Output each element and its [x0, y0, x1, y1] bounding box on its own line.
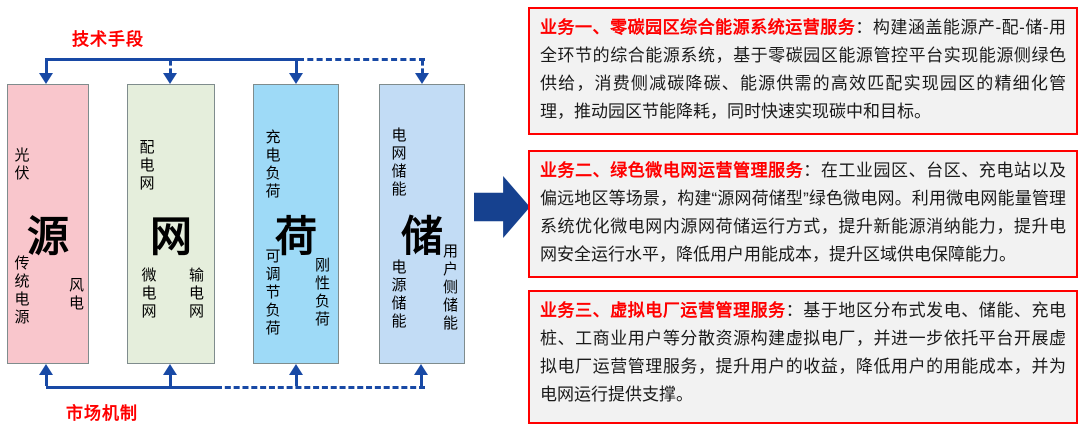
pillar-load-center: 荷 — [274, 213, 317, 260]
business-2-paragraph: 业务二、绿色微电网运营管理服务：在工业园区、台区、充电站以及偏远地区等场景，构建… — [540, 157, 1066, 269]
pillar-source-center: 源 — [26, 213, 69, 260]
pillar-source-sub-bottom-right: 风电 — [67, 277, 84, 313]
business-panel-1: 业务一、零碳园区综合能源系统运营服务：构建涵盖能源产-配-储-用全环节的综合能源… — [528, 7, 1078, 135]
up-arrow-icon — [163, 364, 177, 375]
bottom-arrow-stem-3 — [295, 374, 298, 386]
down-arrow-icon — [289, 73, 303, 84]
down-arrow-icon — [415, 73, 429, 84]
pillar-grid-sub-top-left: 配电网 — [137, 139, 155, 193]
bottom-connector-dashed-line — [216, 386, 425, 389]
down-arrow-icon — [163, 73, 177, 84]
business-2-body: ：在工业园区、台区、充电站以及偏远地区等场景，构建“源网荷储型”绿色微电网。利用… — [540, 161, 1067, 264]
pillar-grid-sub-bottom-left: 微电网 — [139, 267, 157, 321]
business-panel-3: 业务三、虚拟电厂运营管理服务：基于地区分布式发电、储能、充电桩、工商业用户等分散… — [528, 290, 1078, 424]
bottom-connector-solid-line — [46, 386, 216, 389]
pillar-storage: 电网储能 储 电源储能 用户侧储能 — [379, 84, 465, 364]
pillar-source: 光伏 源 传统电源 风电 — [7, 84, 89, 364]
pillar-storage-center: 储 — [400, 213, 443, 260]
pillar-load-sub-bottom-right: 刚性负荷 — [313, 257, 330, 329]
bottom-flow-label: 市场机制 — [66, 404, 138, 423]
bottom-arrow-stem-1 — [45, 374, 48, 386]
business-3-paragraph: 业务三、虚拟电厂运营管理服务：基于地区分布式发电、储能、充电桩、工商业用户等分散… — [540, 297, 1066, 409]
top-arrow-stem-1 — [45, 60, 48, 74]
pillar-load: 充电负荷 荷 可调节负荷 刚性负荷 — [253, 84, 339, 364]
right-arrow-icon — [474, 176, 530, 238]
business-3-body: ：基于地区分布式发电、储能、充电桩、工商业用户等分散资源构建虚拟电厂，并进一步依… — [540, 301, 1067, 404]
up-arrow-icon — [39, 364, 53, 375]
up-arrow-icon — [289, 364, 303, 375]
business-2-title: 业务二、绿色微电网运营管理服务 — [540, 161, 804, 180]
top-flow-label: 技术手段 — [72, 30, 144, 49]
top-arrow-stem-4 — [421, 60, 424, 74]
business-1-paragraph: 业务一、零碳园区综合能源系统运营服务：构建涵盖能源产-配-储-用全环节的综合能源… — [540, 14, 1066, 126]
pillar-load-sub-top-left: 充电负荷 — [263, 129, 281, 201]
pillar-storage-sub-top-left: 电网储能 — [389, 127, 407, 199]
bottom-arrow-stem-2 — [169, 374, 172, 386]
business-3-title: 业务三、虚拟电厂运营管理服务 — [540, 301, 786, 320]
pillar-grid: 配电网 网 微电网 输电网 — [127, 84, 215, 364]
pillar-source-sub-bottom-left: 传统电源 — [12, 255, 30, 327]
pillar-storage-sub-bottom-right: 用户侧储能 — [441, 243, 458, 333]
business-1-body: ：构建涵盖能源产-配-储-用全环节的综合能源系统，基于零碳园区能源管控平台实现能… — [540, 18, 1067, 121]
pillar-load-sub-bottom-left: 可调节负荷 — [263, 248, 281, 338]
business-1-title: 业务一、零碳园区综合能源系统运营服务 — [540, 18, 856, 37]
top-connector-solid-line — [45, 58, 298, 61]
top-arrow-stem-2 — [169, 60, 172, 74]
up-arrow-icon — [414, 364, 428, 375]
pillar-source-sub-top-left: 光伏 — [12, 147, 30, 183]
bottom-arrow-stem-4 — [420, 374, 423, 386]
pillar-grid-center: 网 — [149, 213, 192, 260]
pillar-storage-sub-bottom-left: 电源储能 — [389, 259, 407, 331]
pillar-grid-sub-bottom-right: 输电网 — [187, 267, 204, 321]
top-arrow-stem-3 — [295, 60, 298, 74]
top-connector-dashed-line — [298, 58, 425, 61]
business-panel-2: 业务二、绿色微电网运营管理服务：在工业园区、台区、充电站以及偏远地区等场景，构建… — [528, 150, 1078, 278]
down-arrow-icon — [39, 73, 53, 84]
